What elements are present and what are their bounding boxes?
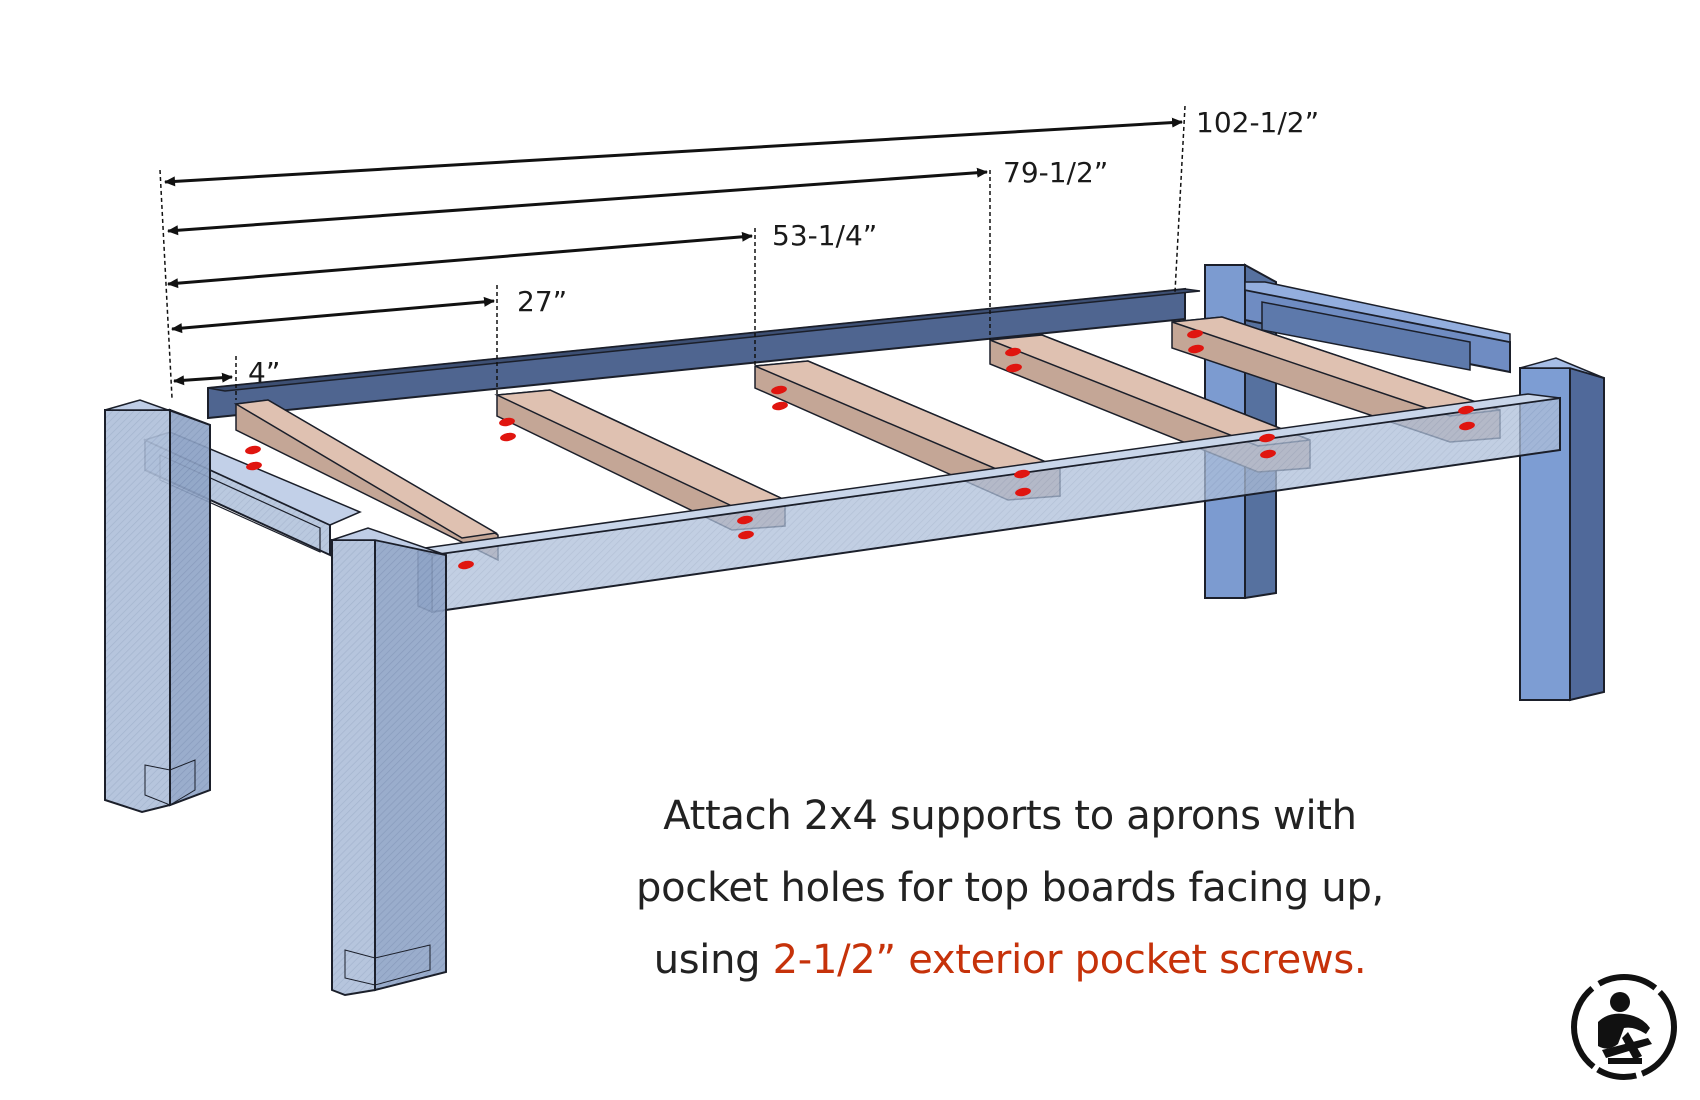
front-left-leg (331, 527, 447, 997)
pocket-hole (1187, 329, 1203, 339)
dimension-label-53: 53-1/4” (772, 219, 877, 252)
dim-arrow-27 (171, 296, 495, 334)
pocket-hole (738, 530, 754, 540)
dim-arrow-53 (167, 231, 753, 289)
dimension-label-27: 27” (517, 285, 567, 318)
woodworker-logo-icon (1571, 974, 1677, 1080)
pocket-hole (245, 445, 261, 455)
caption-line-3-prefix: using (653, 937, 773, 983)
caption-line-2: pocket holes for top boards facing up, (636, 865, 1384, 911)
pocket-hole (1006, 363, 1022, 373)
pocket-holes (245, 329, 1475, 570)
caption-line-3: using 2-1/2” exterior pocket screws. (560, 924, 1460, 996)
extension-lines (159, 105, 1186, 400)
pocket-hole (1458, 405, 1474, 415)
instruction-caption: Attach 2x4 supports to aprons with pocke… (560, 780, 1460, 996)
pocket-hole (500, 432, 516, 442)
support-1 (233, 399, 499, 562)
support-2 (494, 389, 788, 531)
dimension-label-102: 102-1/2” (1196, 106, 1319, 139)
pocket-hole (1015, 487, 1031, 497)
caption-line-1: Attach 2x4 supports to aprons with (663, 793, 1357, 839)
pocket-hole (1260, 449, 1276, 459)
back-left-leg (104, 399, 211, 814)
pocket-hole (772, 401, 788, 411)
pocket-hole (1459, 421, 1475, 431)
dimension-label-4: 4” (248, 356, 280, 389)
right-end-apron (1244, 281, 1511, 374)
pocket-hole (458, 560, 474, 570)
dimension-label-79: 79-1/2” (1003, 156, 1108, 189)
dimension-arrows (164, 117, 1183, 386)
back-apron (207, 287, 1201, 420)
pocket-hole (771, 385, 787, 395)
dim-arrow-4 (173, 372, 233, 386)
pocket-hole (1259, 433, 1275, 443)
pocket-hole (1005, 347, 1021, 357)
pocket-hole (246, 461, 262, 471)
pocket-hole (499, 417, 515, 427)
pocket-hole (737, 515, 753, 525)
caption-screw-spec: 2-1/2” exterior pocket screws. (772, 937, 1367, 983)
pocket-hole (1188, 344, 1204, 354)
supports (233, 316, 1501, 562)
pocket-hole (1014, 469, 1030, 479)
dim-arrow-79 (167, 167, 988, 236)
